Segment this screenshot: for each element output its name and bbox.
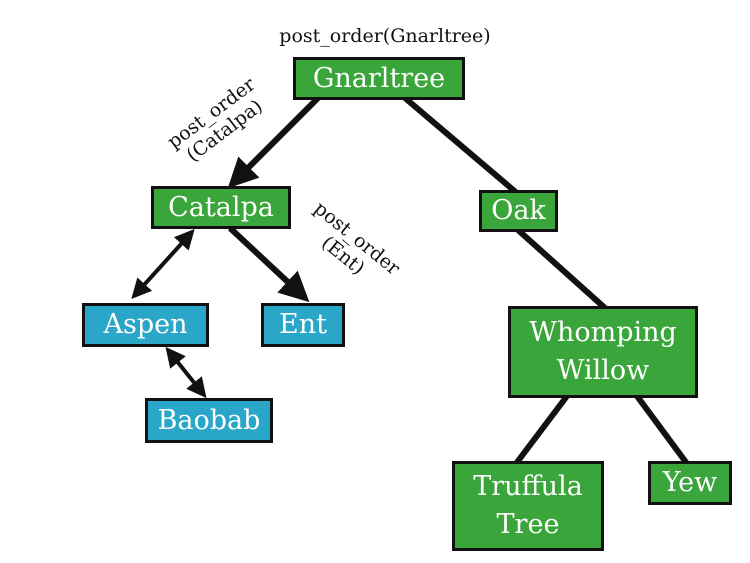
edge-whomping-willow-truffula	[512, 394, 570, 467]
edge-oak-whomping-willow	[515, 227, 608, 311]
node-catalpa: Catalpa	[151, 186, 291, 229]
node-aspen: Aspen	[82, 303, 209, 347]
node-gnarltree: Gnarltree	[293, 57, 465, 100]
call-label-gnarltree: post_order(Gnarltree)	[279, 25, 491, 47]
node-truffula-tree: Truffula Tree	[452, 461, 604, 551]
node-whomping-willow: Whomping Willow	[508, 306, 698, 398]
arrow-aspen-baobab	[165, 346, 207, 399]
node-baobab: Baobab	[145, 398, 273, 443]
arrow-gnarltree-to-catalpa	[227, 95, 321, 189]
edge-whomping-willow-yew	[634, 394, 691, 467]
arrow-catalpa-aspen	[131, 229, 195, 299]
edge-gnarltree-oak	[403, 95, 520, 197]
arrow-catalpa-to-ent	[227, 225, 310, 303]
node-oak: Oak	[479, 190, 558, 232]
node-yew: Yew	[648, 461, 732, 505]
node-ent: Ent	[261, 303, 345, 347]
